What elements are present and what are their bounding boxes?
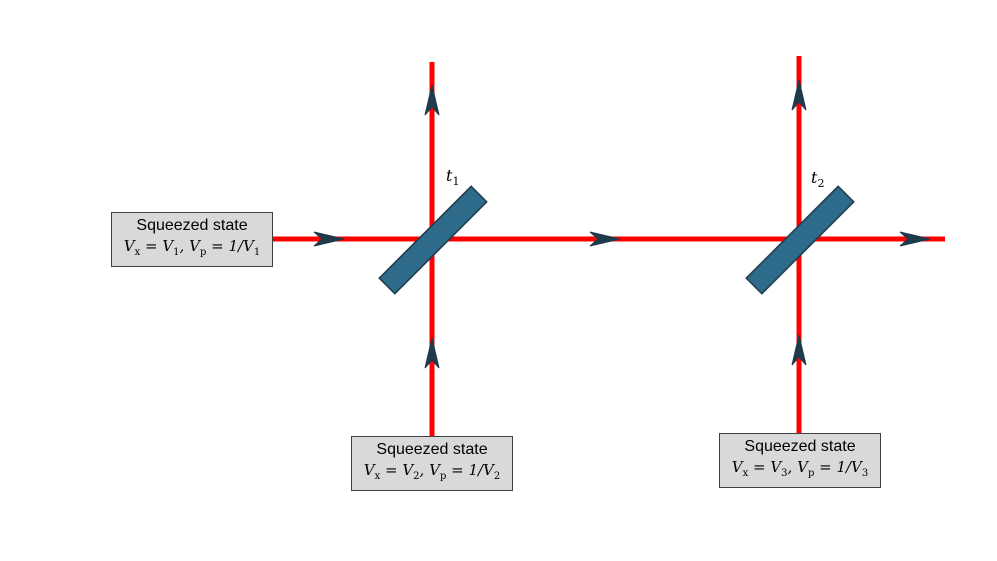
source-formula: Vx = V2, Vp = 1/V2 [363, 461, 501, 482]
arrow-right-icon [313, 231, 345, 247]
beam-splitter-1 [378, 185, 488, 295]
source-formula: Vx = V1, Vp = 1/V1 [123, 237, 261, 258]
source-formula: Vx = V3, Vp = 1/V3 [731, 458, 869, 479]
arrow-right-icon [589, 231, 621, 247]
arrow-up-icon [791, 79, 807, 111]
arrow-up-icon [791, 334, 807, 366]
source-title: Squeezed state [744, 438, 856, 455]
squeezed-state-source-3: Squeezed state Vx = V3, Vp = 1/V3 [719, 433, 881, 488]
beam-splitter-2-label: t2 [811, 168, 825, 191]
beam-splitter-1-label: t1 [446, 166, 460, 189]
arrow-right-icon [899, 231, 931, 247]
source-title: Squeezed state [136, 217, 248, 234]
arrow-up-icon [424, 84, 440, 116]
squeezed-state-source-1: Squeezed state Vx = V1, Vp = 1/V1 [111, 212, 273, 267]
squeezed-state-source-2: Squeezed state Vx = V2, Vp = 1/V2 [351, 436, 513, 491]
arrow-up-icon [424, 337, 440, 369]
beam-splitter-2 [745, 185, 855, 295]
source-title: Squeezed state [376, 441, 488, 458]
